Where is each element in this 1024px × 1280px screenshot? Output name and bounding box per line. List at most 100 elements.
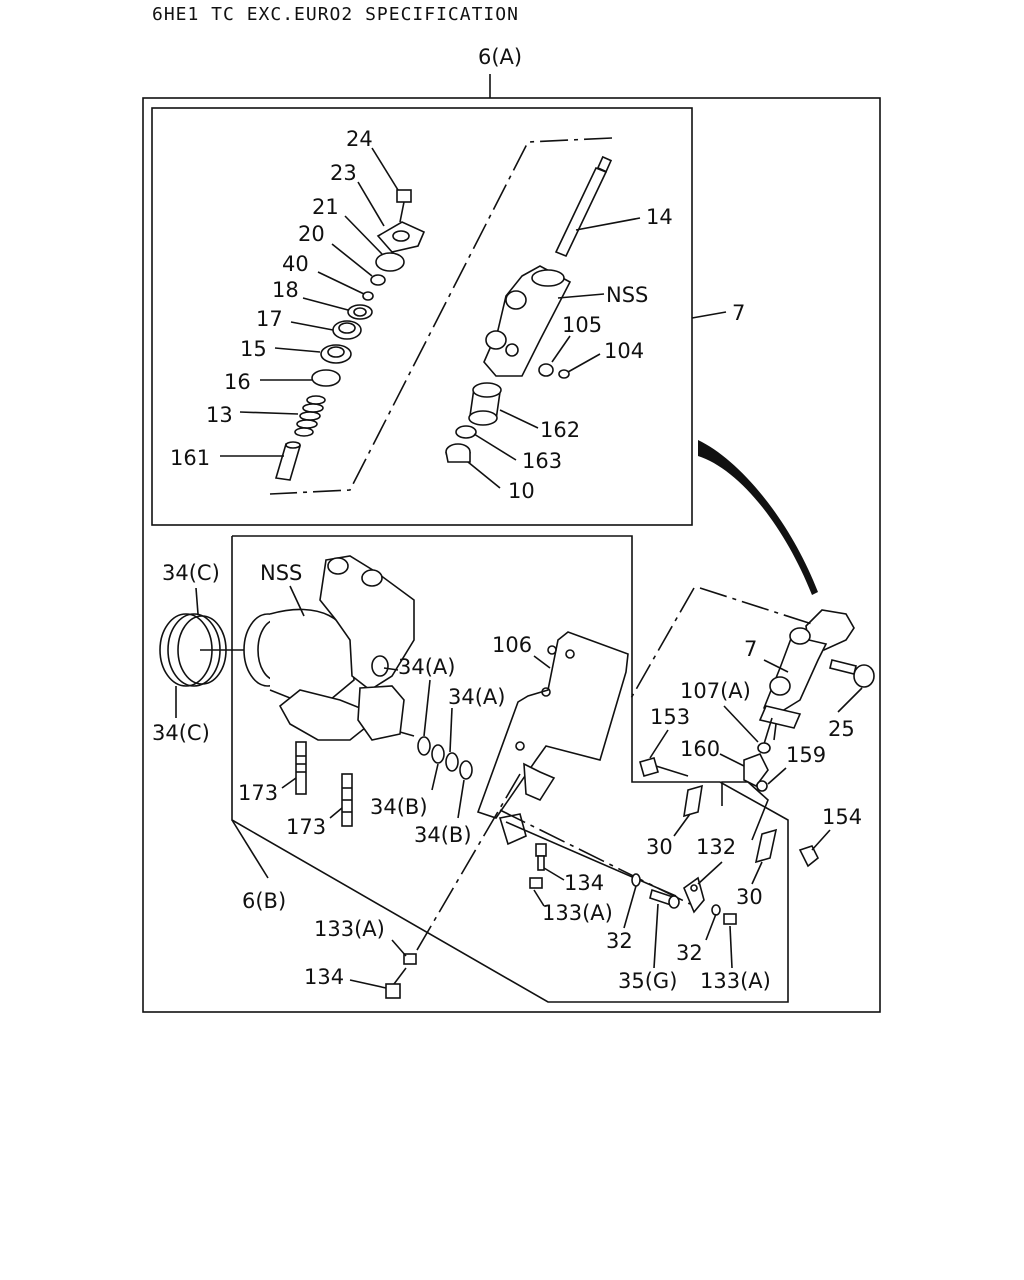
linkage-rod-dash [499, 809, 691, 905]
label-133A-2: 133(A) [700, 969, 771, 993]
label-134-1: 134 [564, 871, 604, 895]
part-104-washer [558, 369, 570, 379]
part-107A-fitting [757, 742, 771, 754]
label-173-2: 173 [286, 815, 326, 839]
label-7-top: 7 [732, 301, 745, 325]
part-34B-washer-2 [459, 760, 473, 780]
label-107A: 107(A) [680, 679, 751, 703]
label-160: 160 [680, 737, 720, 761]
part-153-bolt [639, 757, 689, 777]
part-40-washer [362, 291, 374, 301]
part-162-cylinder [468, 382, 502, 426]
label-132: 132 [696, 835, 736, 859]
label-153: 153 [650, 705, 690, 729]
part-34A-washer-2 [445, 752, 459, 772]
linkage-outline [721, 781, 769, 841]
linkage-rod [505, 821, 677, 897]
label-21: 21 [312, 195, 339, 219]
outer-frame [142, 97, 881, 1013]
part-154-nut [798, 845, 820, 868]
label-106: 106 [492, 633, 532, 657]
label-6B: 6(B) [242, 889, 286, 913]
part-7-valve [758, 609, 855, 741]
part-13-spring [294, 395, 326, 437]
label-25: 25 [828, 717, 855, 741]
label-159: 159 [786, 743, 826, 767]
label-34B-2: 34(B) [414, 823, 472, 847]
valve-body-nss [483, 265, 572, 377]
part-30-clip-1 [683, 784, 703, 818]
part-163-washer [455, 425, 477, 439]
part-134-bolt-2 [385, 967, 407, 999]
inset-leaders [220, 147, 727, 489]
housing-nss [243, 555, 415, 741]
label-161: 161 [170, 446, 210, 470]
part-34B-washer-1 [431, 744, 445, 764]
label-32-1: 32 [606, 929, 633, 953]
label-35G: 35(G) [618, 969, 677, 993]
label-nss-mid: NSS [260, 561, 302, 585]
main-leaders [175, 585, 863, 989]
part-161-pin [274, 441, 302, 481]
part-133A-nut-3 [403, 953, 417, 965]
part-106-bracket [476, 631, 629, 846]
part-105-plug [538, 363, 554, 377]
label-104: 104 [604, 339, 644, 363]
label-105: 105 [562, 313, 602, 337]
part-134-bolt-1 [535, 843, 547, 871]
leader-part-7 [699, 587, 813, 625]
inset-frame [151, 107, 693, 526]
label-18: 18 [272, 278, 299, 302]
part-16-ring [311, 369, 341, 387]
label-133A-3: 133(A) [314, 917, 385, 941]
label-13: 13 [206, 403, 233, 427]
label-40: 40 [282, 252, 309, 276]
part-18-bushing [347, 304, 373, 320]
part-34A-washer-1 [417, 736, 431, 756]
leader-107A [763, 717, 773, 745]
label-133A-1: 133(A) [542, 901, 613, 925]
part-24-screw [396, 189, 412, 223]
part-35G-pin [649, 888, 680, 909]
label-15: 15 [240, 337, 267, 361]
part-15-seat [320, 344, 352, 364]
part-132-lever [683, 876, 705, 914]
label-30-1: 30 [646, 835, 673, 859]
part-10-cap [445, 443, 471, 463]
label-16: 16 [224, 370, 251, 394]
label-10: 10 [508, 479, 535, 503]
label-173-1: 173 [238, 781, 278, 805]
label-163: 163 [522, 449, 562, 473]
leader-part-7-lower [629, 587, 695, 701]
label-34B-1: 34(B) [370, 795, 428, 819]
inset-cut-line [269, 137, 613, 495]
part-133A-nut-1 [529, 877, 543, 889]
label-17: 17 [256, 307, 283, 331]
label-24: 24 [346, 127, 373, 151]
label-34C-top: 34(C) [162, 561, 220, 585]
label-nss-top: NSS [606, 283, 648, 307]
label-30-2: 30 [736, 885, 763, 909]
part-32-clip-1 [631, 873, 641, 887]
part-160-fitting [743, 752, 769, 788]
assembly-6B-outline [231, 535, 789, 1003]
label-134-2: 134 [304, 965, 344, 989]
part-20-ring [370, 274, 386, 286]
part-30-clip-2 [754, 828, 778, 864]
part-159-washer [756, 780, 768, 792]
label-6A: 6(A) [478, 45, 522, 69]
label-23: 23 [330, 161, 357, 185]
part-32-clip-2 [711, 904, 721, 916]
label-162: 162 [540, 418, 580, 442]
part-173-stud-2 [341, 773, 353, 827]
part-34C-clamp [159, 613, 250, 687]
label-7-mid: 7 [744, 637, 757, 661]
label-20: 20 [298, 222, 325, 246]
part-14-stud [554, 155, 613, 258]
label-34A-2: 34(A) [448, 685, 505, 709]
part-25-bolt [829, 659, 875, 688]
label-34C-bottom: 34(C) [152, 721, 210, 745]
part-173-stud-1 [295, 741, 307, 795]
label-34A-1: 34(A) [398, 655, 455, 679]
